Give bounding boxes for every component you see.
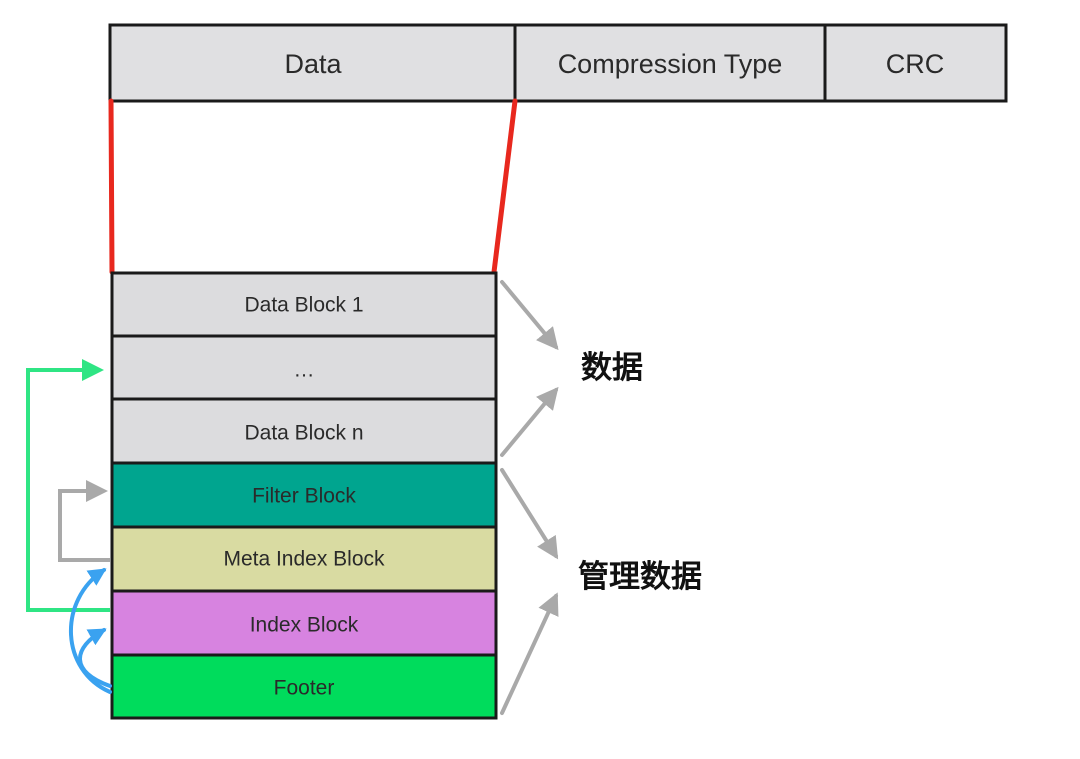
block-meta-index-block (110, 525, 498, 593)
block-data-block-n-label: Data Block n (244, 422, 363, 445)
header-cell-data-label: Data (284, 49, 342, 79)
block-data-block-1 (110, 271, 498, 338)
meta-index-to-filter-pointer (58, 480, 110, 562)
block-stack: Data Block 1 … Data Block n Filter Block… (110, 271, 498, 720)
zoom-line-left (108, 98, 115, 275)
block-filter-block-label: Filter Block (252, 485, 356, 508)
block-data-block-n (110, 397, 498, 465)
block-data-block-1-label: Data Block 1 (244, 294, 363, 317)
zoom-line-right (491, 98, 518, 275)
zoom-lines (108, 98, 518, 275)
data-arrow-top (500, 280, 559, 351)
management-arrow-top (500, 468, 559, 560)
block-footer (110, 653, 498, 720)
footer-to-index-pointer (78, 628, 112, 688)
group-label-management-data: 管理数据 (578, 559, 702, 595)
header-cell-crc (823, 23, 1008, 103)
header-cell-crc-label: CRC (886, 49, 945, 79)
footer-pointers (69, 568, 112, 694)
block-meta-index-block-label: Meta Index Block (223, 548, 385, 571)
block-footer-label: Footer (274, 677, 335, 700)
header-cell-compression-type-label: Compression Type (558, 49, 783, 79)
block-index-block-label: Index Block (250, 614, 359, 637)
group-label-data: 数据 (581, 350, 643, 386)
header-cell-compression-type (513, 23, 827, 103)
block-ellipsis-label: … (294, 359, 315, 382)
management-arrow-bottom (500, 592, 559, 715)
data-arrow-bottom (500, 386, 559, 457)
group-arrows (500, 280, 559, 715)
index-to-data-pointer (26, 359, 110, 612)
record-header: Data Compression Type CRC (108, 23, 1008, 103)
footer-to-meta-index-pointer (69, 568, 112, 694)
header-cell-data (108, 23, 517, 103)
